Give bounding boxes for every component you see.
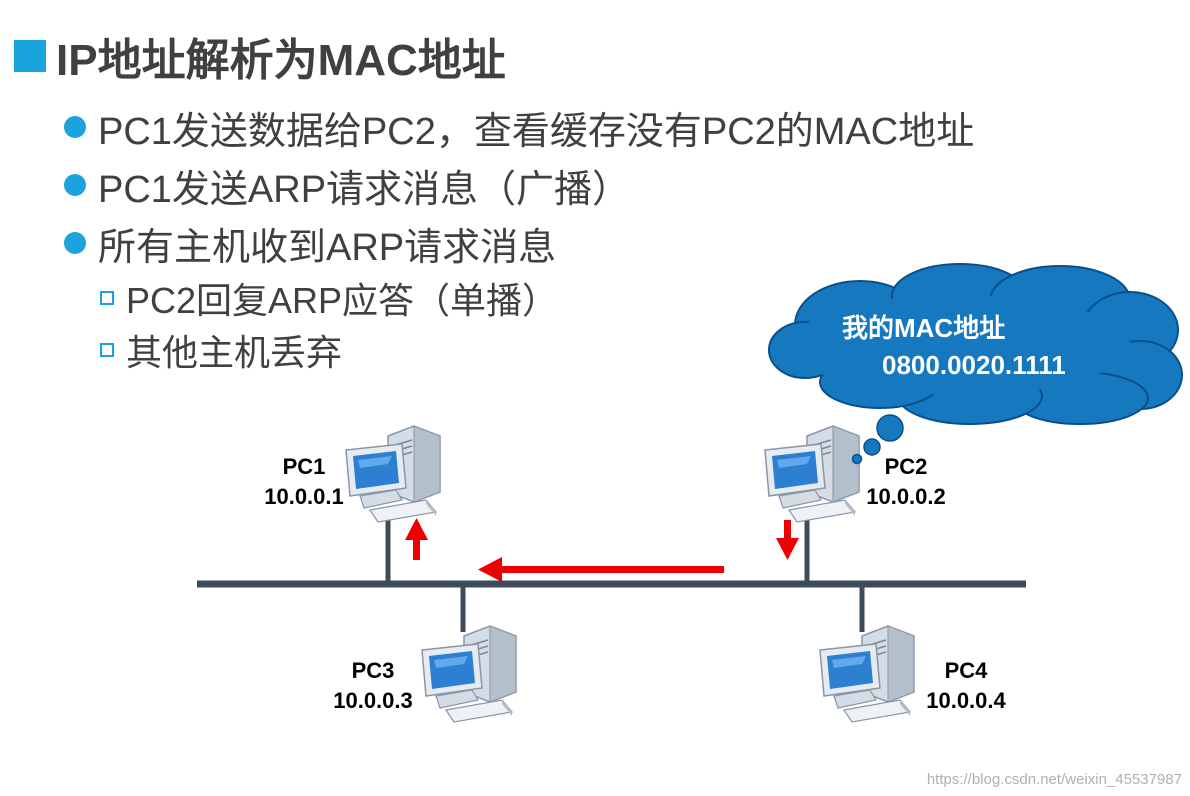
pc1-label: PC1 10.0.0.1	[258, 452, 350, 512]
bullet-dot-icon	[64, 232, 86, 254]
sub-bullet-square-icon	[100, 291, 114, 305]
broadcast-arrow	[478, 557, 724, 582]
bullet-text: PC1发送数据给PC2，查看缓存没有PC2的MAC地址	[98, 110, 975, 153]
sub-bullet-item: 其他主机丢弃	[64, 324, 974, 376]
thought-bubble-medium	[863, 438, 881, 456]
bullet-text: PC1发送ARP请求消息（广播）	[98, 168, 631, 211]
bullet-item: 所有主机收到ARP请求消息	[64, 214, 974, 272]
pc1-receive-arrow	[405, 518, 428, 560]
bullet-list: PC1发送数据给PC2，查看缓存没有PC2的MAC地址 PC1发送ARP请求消息…	[64, 98, 974, 376]
pc2-label: PC2 10.0.0.2	[860, 452, 952, 512]
bullet-item: PC1发送数据给PC2，查看缓存没有PC2的MAC地址	[64, 98, 974, 156]
pc1-name: PC1	[282, 454, 326, 479]
sub-bullet-item: PC2回复ARP应答（单播）	[64, 272, 974, 324]
pc1-ip: 10.0.0.1	[264, 484, 344, 509]
slide-title: IP地址解析为MAC地址	[14, 24, 506, 88]
thought-cloud	[768, 263, 1183, 425]
bullet-dot-icon	[64, 174, 86, 196]
pc3-label: PC3 10.0.0.3	[327, 656, 419, 716]
sub-bullet-square-icon	[100, 343, 114, 357]
pc4-label: PC4 10.0.0.4	[920, 656, 1012, 716]
cloud-text-line2: 0800.0020.1111	[882, 350, 1066, 380]
sub-bullet-text: PC2回复ARP应答（单播）	[126, 280, 559, 321]
cloud-text-line1: 我的MAC地址	[842, 313, 1006, 343]
thought-bubbles	[851, 414, 904, 465]
pc2-computer-icon	[764, 425, 860, 523]
pc2-reply-arrow	[776, 520, 799, 560]
pc2-name: PC2	[884, 454, 928, 479]
thought-bubble-large	[876, 414, 904, 442]
title-text: IP地址解析为MAC地址	[56, 36, 506, 85]
bullet-text: 所有主机收到ARP请求消息	[98, 226, 557, 269]
pc4-computer-icon	[819, 625, 915, 723]
sub-bullet-text: 其他主机丢弃	[126, 332, 343, 373]
title-square-marker	[14, 40, 46, 72]
pc4-ip: 10.0.0.4	[926, 688, 1006, 713]
bullet-item: PC1发送ARP请求消息（广播）	[64, 156, 974, 214]
watermark: https://blog.csdn.net/weixin_45537987	[926, 771, 1182, 788]
pc1-computer-icon	[345, 425, 441, 523]
pc4-name: PC4	[944, 658, 988, 683]
pc3-name: PC3	[351, 658, 395, 683]
bullet-dot-icon	[64, 116, 86, 138]
pc3-ip: 10.0.0.3	[333, 688, 413, 713]
pc3-computer-icon	[421, 625, 517, 723]
pc2-ip: 10.0.0.2	[866, 484, 946, 509]
thought-bubble-small	[851, 453, 863, 465]
